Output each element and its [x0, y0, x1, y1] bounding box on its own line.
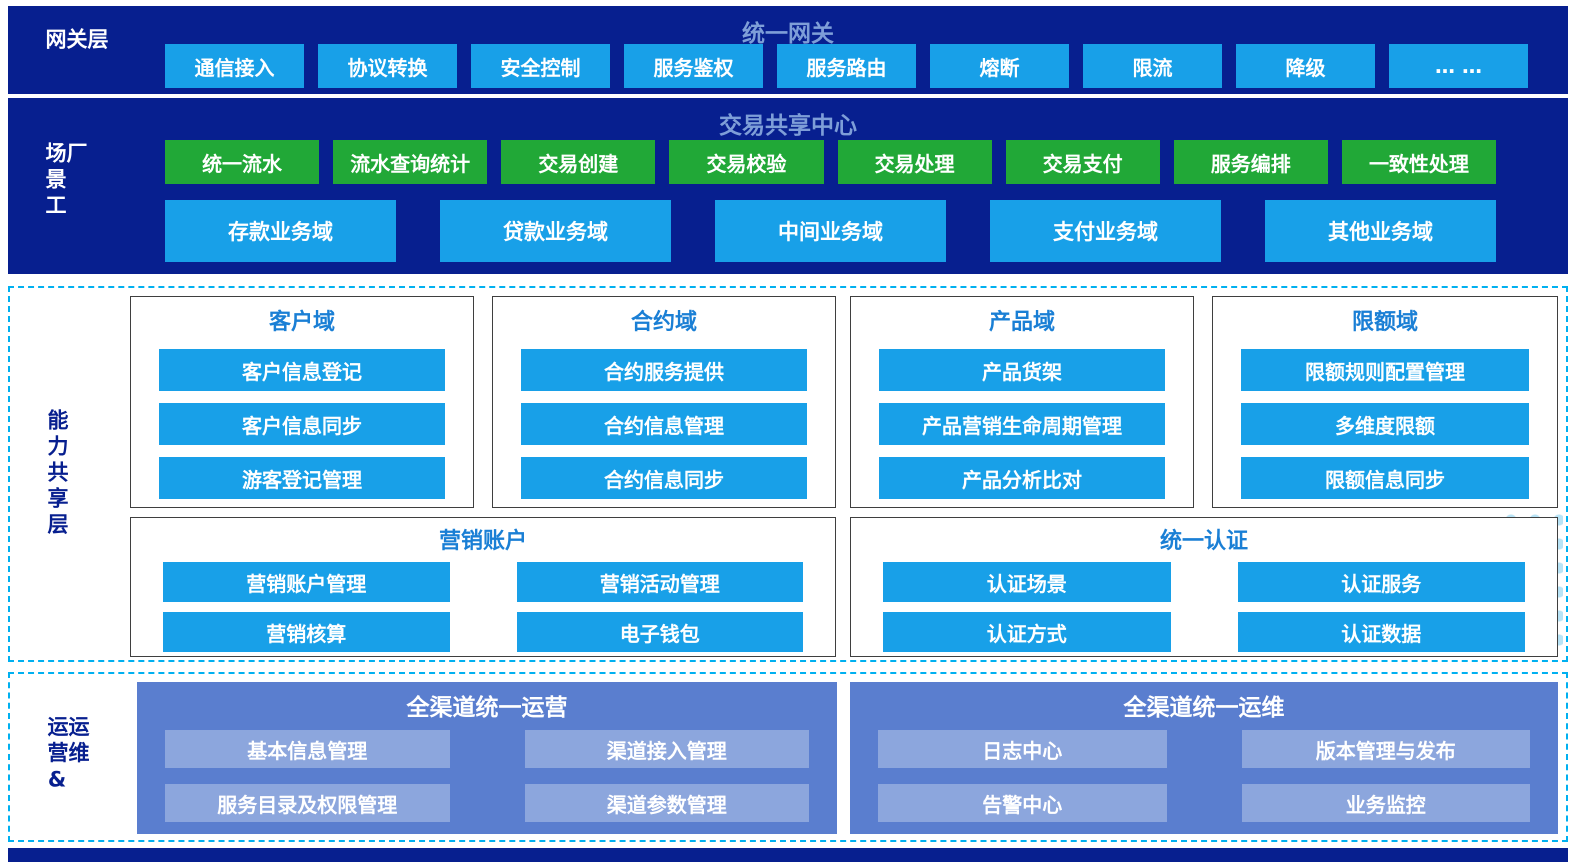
capability-node: 营销核算	[163, 612, 450, 652]
ops-node: 服务目录及权限管理	[165, 784, 450, 822]
business-domain-node: 中间业务域	[715, 200, 946, 262]
gateway-node-ellipsis: … …	[1389, 44, 1528, 88]
capability-node: 限额信息同步	[1241, 457, 1529, 499]
capability-node: 营销账户管理	[163, 562, 450, 602]
gateway-node: 服务鉴权	[624, 44, 763, 88]
ops-node: 版本管理与发布	[1241, 730, 1530, 768]
group-title: 统一认证	[1159, 529, 1248, 554]
gateway-layer-label: 网关层	[43, 28, 109, 54]
business-domains-row: 存款业务域 贷款业务域 中间业务域 支付业务域 其他业务域	[165, 200, 1496, 262]
transaction-services-row: 统一流水 流水查询统计 交易创建 交易校验 交易处理 交易支付 服务编排 一致性…	[165, 140, 1496, 184]
capability-node: 合约信息同步	[521, 457, 807, 499]
capability-node: 合约服务提供	[521, 349, 807, 391]
scenario-factory-label: 场景工厂	[43, 142, 88, 220]
service-node: 交易处理	[837, 140, 992, 184]
gateway-node: 通信接入	[165, 44, 304, 88]
business-domain-node: 贷款业务域	[440, 200, 671, 262]
gateway-node: 限流	[1083, 44, 1222, 88]
ops-node: 渠道接入管理	[524, 730, 809, 768]
capability-node: 客户信息同步	[159, 403, 445, 445]
capability-group-marketing-account: 营销账户 营销账户管理 营销活动管理 营销核算 电子钱包	[130, 517, 836, 657]
ops-group-unified-operations: 全渠道统一运营 基本信息管理 渠道接入管理 服务目录及权限管理 渠道参数管理	[137, 682, 837, 834]
service-node: 交易支付	[1005, 140, 1160, 184]
group-title: 营销账户	[438, 529, 527, 554]
gateway-node: 服务路由	[777, 44, 916, 88]
business-domain-node: 存款业务域	[165, 200, 396, 262]
bottom-divider-bar	[8, 848, 1568, 862]
service-node: 一致性处理	[1341, 140, 1496, 184]
capability-node: 认证服务	[1237, 562, 1525, 602]
gateway-title: 统一网关	[742, 21, 834, 47]
group-grid: 认证场景 认证服务 认证方式 认证数据	[883, 562, 1525, 652]
gateway-items-row: 通信接入 协议转换 安全控制 服务鉴权 服务路由 熔断 限流 降级 … …	[165, 44, 1528, 88]
operations-layer-label: 运营&运维	[45, 715, 90, 797]
transaction-center-title: 交易共享中心	[719, 113, 857, 139]
capability-node: 限额规则配置管理	[1241, 349, 1529, 391]
service-node: 统一流水	[165, 140, 320, 184]
capability-group-quota: 限额域 限额规则配置管理 多维度限额 限额信息同步	[1212, 296, 1558, 508]
group-grid: 营销账户管理 营销活动管理 营销核算 电子钱包	[163, 562, 803, 652]
group-title: 限额域	[1351, 310, 1418, 335]
ops-group-unified-maintenance: 全渠道统一运维 日志中心 版本管理与发布 告警中心 业务监控	[850, 682, 1558, 834]
group-grid: 日志中心 版本管理与发布 告警中心 业务监控	[878, 730, 1530, 822]
capability-group-customer: 客户域 客户信息登记 客户信息同步 游客登记管理	[130, 296, 474, 508]
gateway-node: 安全控制	[471, 44, 610, 88]
group-title: 全渠道统一运营	[406, 695, 568, 721]
service-node: 交易校验	[669, 140, 824, 184]
ops-node: 日志中心	[878, 730, 1167, 768]
capability-node: 客户信息登记	[159, 349, 445, 391]
capability-node: 营销活动管理	[516, 562, 803, 602]
group-title: 全渠道统一运维	[1123, 695, 1285, 721]
group-grid: 基本信息管理 渠道接入管理 服务目录及权限管理 渠道参数管理	[165, 730, 809, 822]
scenario-factory-layer: 场景工厂 交易共享中心 统一流水 流水查询统计 交易创建 交易校验 交易处理 交…	[8, 98, 1568, 274]
ops-node: 业务监控	[1241, 784, 1530, 822]
group-title: 产品域	[988, 310, 1055, 335]
ops-node: 渠道参数管理	[524, 784, 809, 822]
service-node: 服务编排	[1173, 140, 1328, 184]
capability-node: 认证数据	[1237, 612, 1525, 652]
group-title: 客户域	[268, 310, 335, 335]
capability-node: 游客登记管理	[159, 457, 445, 499]
capability-node: 产品货架	[879, 349, 1165, 391]
capability-node: 产品分析比对	[879, 457, 1165, 499]
capability-node: 认证场景	[883, 562, 1171, 602]
gateway-node: 熔断	[930, 44, 1069, 88]
capability-sharing-layer: 能力共享层 客户域 客户信息登记 客户信息同步 游客登记管理 合约域 合约服务提…	[8, 286, 1568, 662]
service-node: 流水查询统计	[333, 140, 488, 184]
operations-maintenance-layer: 运营&运维 全渠道统一运营 基本信息管理 渠道接入管理 服务目录及权限管理 渠道…	[8, 672, 1568, 842]
ops-node: 基本信息管理	[165, 730, 450, 768]
service-node: 交易创建	[501, 140, 656, 184]
capability-node: 电子钱包	[516, 612, 803, 652]
capability-node: 多维度限额	[1241, 403, 1529, 445]
business-domain-node: 其他业务域	[1265, 200, 1496, 262]
capability-group-unified-auth: 统一认证 认证场景 认证服务 认证方式 认证数据	[850, 517, 1558, 657]
gateway-node: 降级	[1236, 44, 1375, 88]
business-domain-node: 支付业务域	[990, 200, 1221, 262]
gateway-node: 协议转换	[318, 44, 457, 88]
capability-group-contract: 合约域 合约服务提供 合约信息管理 合约信息同步	[492, 296, 836, 508]
capability-node: 合约信息管理	[521, 403, 807, 445]
group-title: 合约域	[630, 310, 697, 335]
ops-node: 告警中心	[878, 784, 1167, 822]
capability-layer-label: 能力共享层	[45, 409, 69, 539]
capability-node: 认证方式	[883, 612, 1171, 652]
gateway-layer: 网关层 统一网关 通信接入 协议转换 安全控制 服务鉴权 服务路由 熔断 限流 …	[8, 6, 1568, 94]
capability-group-product: 产品域 产品货架 产品营销生命周期管理 产品分析比对	[850, 296, 1194, 508]
capability-node: 产品营销生命周期管理	[879, 403, 1165, 445]
